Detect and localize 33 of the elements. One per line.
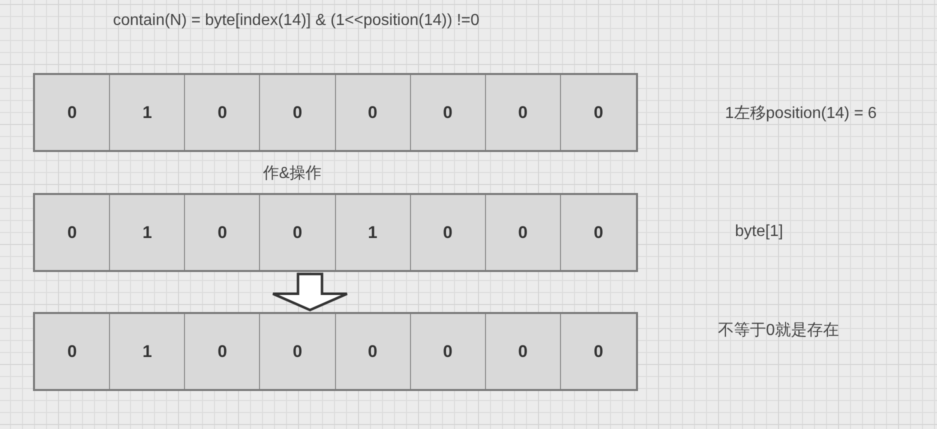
bit-cell: 0 [35, 75, 110, 150]
bit-cell: 0 [185, 75, 260, 150]
bit-cell: 0 [410, 314, 486, 389]
bit-cell: 0 [260, 314, 336, 389]
bit-cell: 1 [110, 75, 186, 150]
bit-cell: 1 [110, 195, 186, 270]
bit-cell: 0 [35, 314, 110, 389]
bit-cell: 0 [260, 75, 336, 150]
bit-row [33, 312, 638, 391]
bit-cell: 1 [336, 195, 411, 270]
bit-cell: 0 [486, 75, 561, 150]
bit-cell: 0 [35, 195, 110, 270]
bit-cell: 0 [336, 314, 411, 389]
byte-label: byte[1] [735, 223, 784, 241]
bit-cell: 1 [110, 314, 186, 389]
bit-cell: 0 [560, 195, 636, 270]
bit-cell: 0 [560, 314, 636, 389]
bit-cell: 0 [185, 195, 260, 270]
bit-cell: 0 [560, 75, 636, 150]
shift-note: 1左移position(14) = 6 [725, 104, 877, 124]
formula-text: contain(N) = byte[index(14)] & (1<<position(14)) !=0 [113, 12, 480, 30]
bit-cell: 0 [410, 195, 486, 270]
bit-cell: 0 [185, 314, 260, 389]
bit-cell: 0 [410, 75, 486, 150]
bit-row [33, 193, 638, 272]
bit-row [33, 73, 638, 152]
bit-cell: 0 [486, 314, 561, 389]
down-arrow [272, 272, 348, 312]
bit-cell: 0 [336, 75, 411, 150]
bit-cell: 0 [260, 195, 336, 270]
result-note: 不等于0就是存在 [718, 320, 839, 341]
bit-cell: 0 [486, 195, 561, 270]
operation-label: 作&操作 [263, 164, 322, 184]
